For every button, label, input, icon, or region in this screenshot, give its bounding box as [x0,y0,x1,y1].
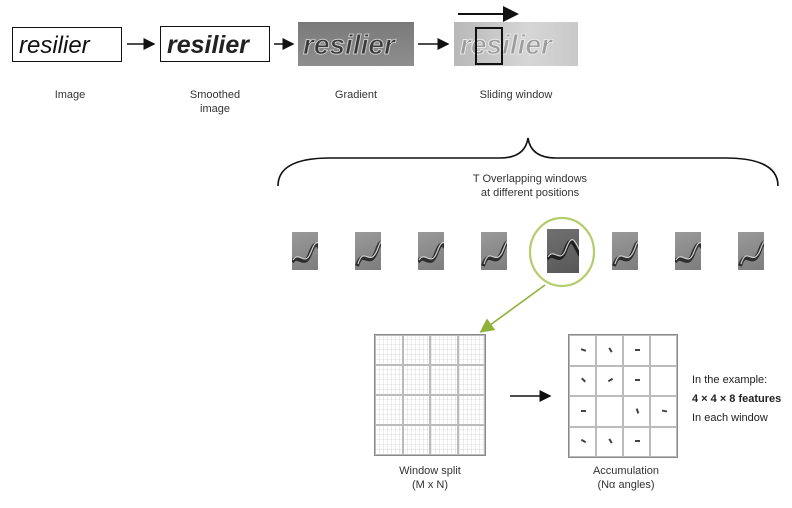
label-gradient: Gradient [334,89,378,101]
accumulation-cell [650,365,677,396]
label-window-split: Window split (M x N) [399,465,461,491]
zoom-arrow [479,284,546,333]
window-stroke-path [357,241,381,265]
orientation-tick [581,439,587,444]
window-thumbnail [292,232,318,270]
window-stroke [481,240,507,267]
windows-caption: T Overlapping windows at different posit… [472,173,588,199]
accumulation-cell [650,335,677,366]
accumulation-cell [650,396,677,427]
window-stroke [738,240,764,267]
orientation-tick [581,377,587,383]
orientation-tick [662,409,668,413]
example-line-1: In the example: [692,374,768,386]
window-stroke-path [675,242,701,261]
window-stroke-path [292,242,318,261]
window-stroke-path [547,239,579,258]
word-gradient: resilier [303,29,397,60]
accumulation-grid [568,334,678,458]
example-line-2: 4 × 4 × 8 features [692,393,782,405]
highlight-ring [528,216,596,288]
orientation-tick [635,348,641,351]
sliding-window-box [475,27,503,65]
window-stroke [355,240,381,267]
accumulation-cell [623,365,650,396]
window-stroke-path [740,241,764,265]
window-thumbnail [738,232,764,270]
orientation-tick [635,408,640,414]
orientation-tick [635,440,641,443]
accumulation-cell [569,335,596,366]
original-image: resilier [12,27,122,62]
window-stroke-path [547,239,579,261]
label-smoothed: Smoothed image [189,89,241,115]
window-thumbnail [612,232,638,270]
accumulation-cell [596,335,623,366]
accumulation-cell [650,426,677,457]
accumulation-cell [623,335,650,366]
window-split-grid [374,334,486,456]
window-stroke-path [418,242,444,261]
accumulation-cell [569,426,596,457]
accumulation-cell [596,396,623,427]
window-highlighted [547,229,579,273]
smoothed-image: resilier [160,26,270,62]
orientation-tick [635,379,641,382]
orientation-tick [608,347,613,353]
window-stroke-path [738,240,764,267]
word-image: resilier [19,32,91,59]
window-thumbnail [418,232,444,270]
accumulation-cell [596,365,623,396]
example-line-3: In each window [692,412,768,424]
accumulation-cell [596,426,623,457]
window-stroke-path [483,241,507,265]
window-thumbnail [355,232,381,270]
gradient-image: resilier [298,22,414,66]
brace [277,137,779,187]
window-thumbnail [481,232,507,270]
window-stroke-path [612,240,638,267]
accumulation-cell [569,396,596,427]
sliding-window-image: resilier [454,22,578,66]
accumulation-cell [623,426,650,457]
window-stroke [292,242,318,264]
accumulation-cell [569,365,596,396]
orientation-tick [581,409,587,412]
orientation-tick [608,378,614,383]
orientation-tick [608,438,613,444]
label-sliding-window: Sliding window [479,89,553,101]
window-thumbnail [675,232,701,270]
window-stroke-path [481,240,507,267]
window-stroke-path [614,241,638,265]
accumulation-cell [623,396,650,427]
window-stroke [612,240,638,267]
orientation-tick [581,348,587,352]
window-stroke [547,239,579,261]
label-image: Image [54,89,86,101]
window-stroke [675,242,701,264]
window-stroke [418,242,444,264]
label-accumulation: Accumulation (Nα angles) [592,465,660,491]
window-stroke-path [355,240,381,267]
word-smoothed: resilier [167,31,250,59]
